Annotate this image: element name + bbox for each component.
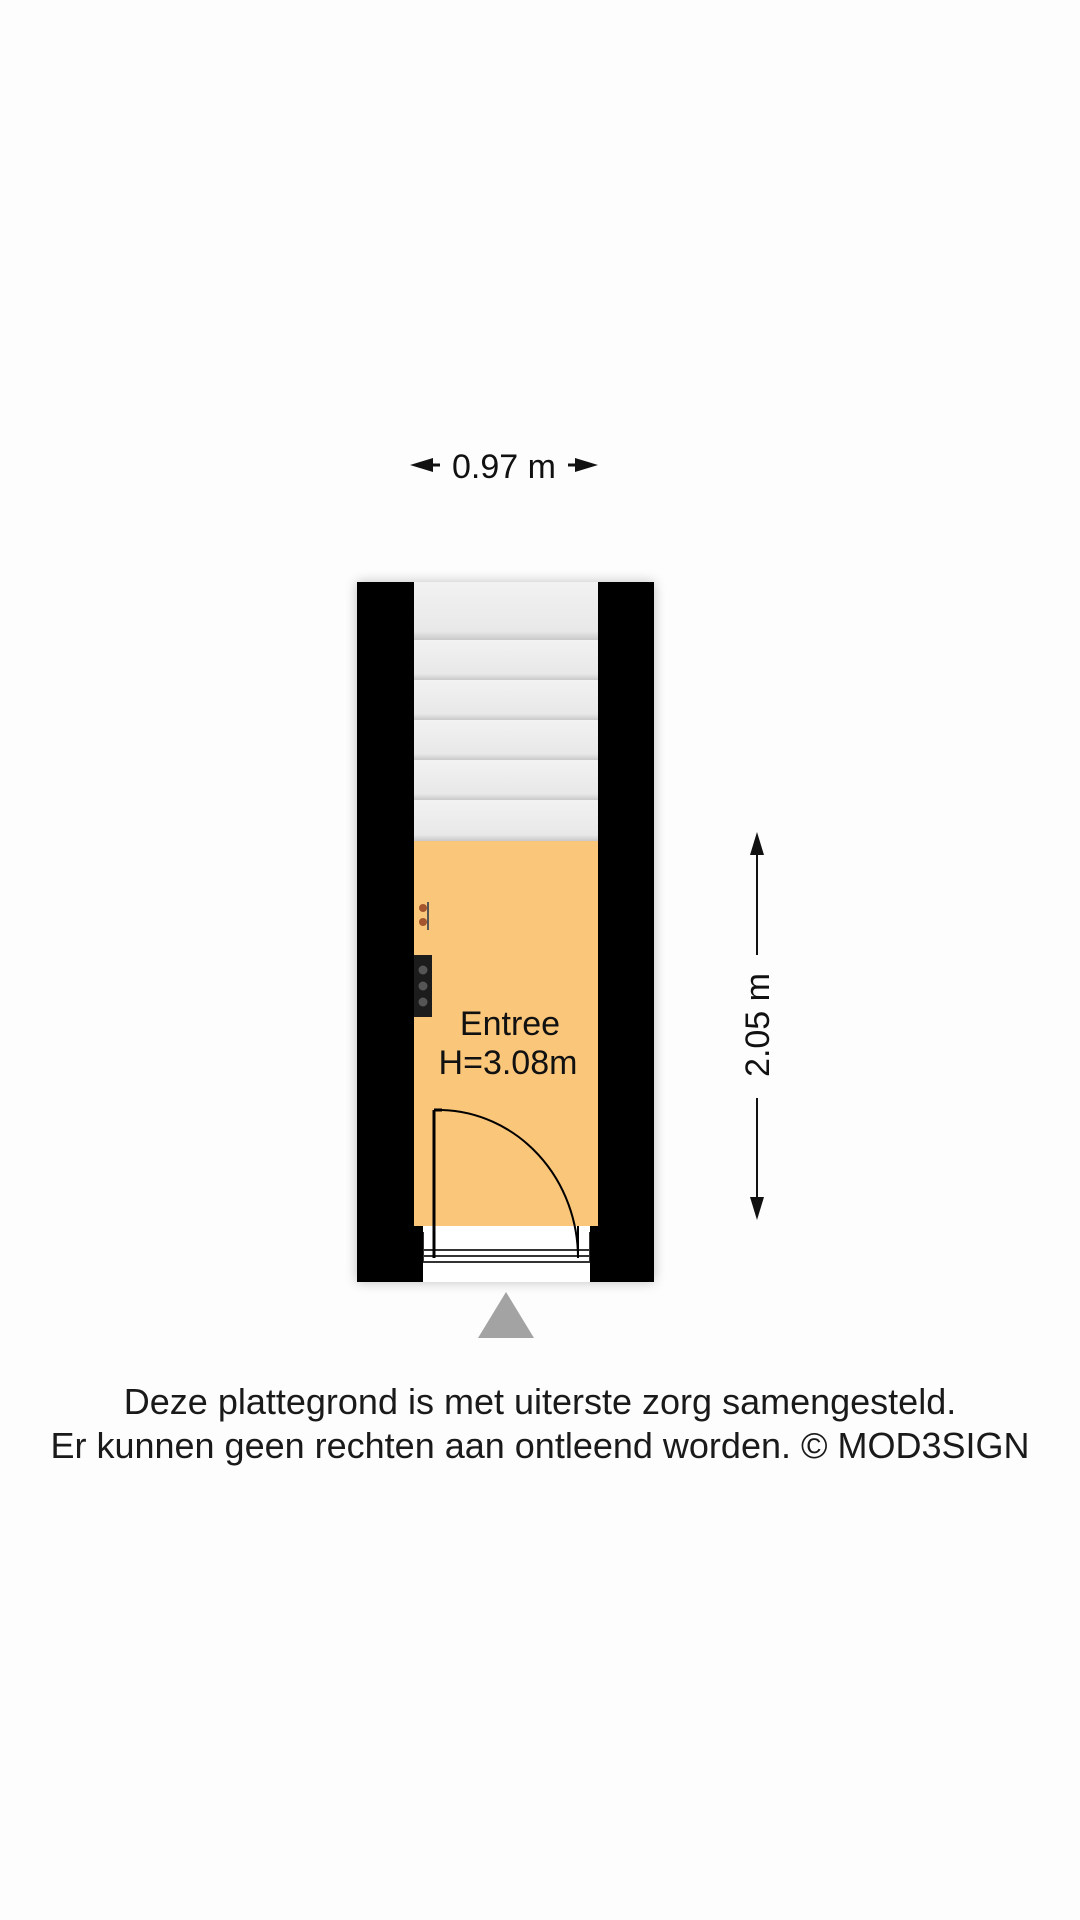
disclaimer-line-1: Deze plattegrond is met uiterste zorg sa…	[123, 1381, 957, 1422]
staircase-icon	[414, 582, 598, 841]
wall-left	[357, 582, 414, 1282]
wall-bottom-left	[414, 1226, 423, 1282]
depth-dimension: 2.05 m	[739, 832, 777, 1220]
arrow-right-icon	[575, 458, 598, 472]
door-threshold	[414, 1226, 598, 1282]
arrow-up-icon	[750, 832, 764, 855]
coat-hook-icon	[419, 902, 429, 930]
arrow-down-icon	[750, 1197, 764, 1220]
entrance-triangle-icon	[478, 1292, 534, 1338]
room-floor	[414, 841, 598, 1226]
room-name: Entree	[460, 1005, 560, 1043]
width-dimension-label: 0.97 m	[452, 448, 556, 486]
arrow-left-icon	[410, 458, 433, 472]
room-height: H=3.08m	[439, 1044, 578, 1082]
disclaimer-line-2: Er kunnen geen rechten aan ontleend word…	[50, 1425, 1030, 1466]
depth-dimension-label: 2.05 m	[739, 973, 777, 1077]
wall-right	[598, 582, 654, 1282]
width-dimension: 0.97 m	[410, 448, 598, 486]
door-swing-icon	[432, 1108, 579, 1259]
meter-box-icon	[414, 955, 432, 1017]
wall-bottom-right	[590, 1226, 598, 1282]
